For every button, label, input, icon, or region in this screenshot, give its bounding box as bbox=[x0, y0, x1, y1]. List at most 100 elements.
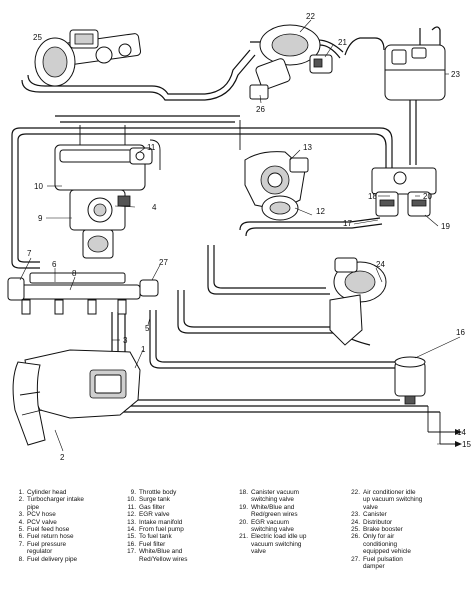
legend-item: 9.Throttle body bbox=[124, 489, 187, 496]
legend-item-number: 21. bbox=[239, 533, 248, 541]
callout-10: 10 bbox=[34, 182, 43, 191]
legend-item: 18.Canister vacuum bbox=[236, 489, 306, 496]
legend-item: 21.Electric load idle up bbox=[236, 533, 306, 540]
legend-item: 12.EGR valve bbox=[124, 511, 187, 518]
legend-item-number: 13. bbox=[127, 518, 136, 526]
legend-item-text: EGR vacuum bbox=[251, 518, 290, 526]
legend-item-number: 15. bbox=[127, 533, 136, 541]
callout-6: 6 bbox=[52, 260, 57, 269]
legend-item-text: White/Blue and bbox=[139, 548, 183, 556]
legend-item-number: 16. bbox=[127, 540, 136, 548]
legend-item: valve bbox=[236, 548, 306, 555]
callout-27: 27 bbox=[159, 258, 168, 267]
callout-20: 20 bbox=[423, 192, 432, 201]
legend-item-text: Red/Yellow wires bbox=[139, 555, 188, 563]
callout-26: 26 bbox=[256, 105, 265, 114]
callout-14: 14 bbox=[457, 428, 466, 437]
legend-item: 20.EGR vacuum bbox=[236, 519, 306, 526]
legend-item-text: Intake manifold bbox=[139, 518, 183, 526]
legend-item-text: Gas filter bbox=[139, 503, 165, 511]
intake-manifold-illustration bbox=[244, 151, 309, 221]
legend-item-text: Fuel pressure bbox=[27, 540, 67, 548]
legend-item-number: 10. bbox=[127, 496, 136, 504]
legend-item: 5.Fuel feed hose bbox=[12, 526, 84, 533]
legend-item-text: Cylinder head bbox=[27, 489, 67, 496]
legend-item-number: 4. bbox=[18, 518, 24, 526]
fuel-filter-illustration bbox=[394, 356, 426, 405]
legend-item: 19.White/Blue and bbox=[236, 504, 306, 511]
legend-item-text: Fuel feed hose bbox=[27, 526, 70, 534]
legend-item-number: 5. bbox=[18, 526, 24, 534]
legend-item-number: 18. bbox=[239, 489, 248, 496]
legend-item: 25.Brake booster bbox=[348, 526, 422, 533]
legend-item: 22.Air conditioner idle bbox=[348, 489, 422, 496]
legend-item-text: Surge tank bbox=[139, 496, 170, 504]
legend-item: 10.Surge tank bbox=[124, 496, 187, 503]
callout-1: 1 bbox=[141, 345, 146, 354]
legend-item: up vacuum switching bbox=[348, 496, 422, 503]
legend-item-number: 11. bbox=[127, 503, 136, 511]
legend-item: equipped vehicle bbox=[348, 548, 422, 555]
legend-item-number bbox=[236, 496, 248, 503]
legend-item-number: 22. bbox=[351, 489, 360, 496]
legend-item-number: 20. bbox=[239, 518, 248, 526]
legend-item-number bbox=[348, 504, 360, 511]
legend-item-number bbox=[124, 556, 136, 563]
legend-item-number: 17. bbox=[127, 548, 136, 556]
legend-item-text: Fuel delivery pipe bbox=[27, 555, 78, 563]
callout-15: 15 bbox=[462, 440, 471, 449]
callout-22: 22 bbox=[306, 12, 315, 21]
legend-item-number bbox=[236, 548, 248, 555]
legend-item-text: equipped vehicle bbox=[363, 548, 411, 556]
callout-17: 17 bbox=[343, 219, 352, 228]
legend-item: 1.Cylinder head bbox=[12, 489, 84, 496]
callout-18: 18 bbox=[368, 192, 377, 201]
fuel-rail-illustration bbox=[7, 272, 159, 315]
legend-item: 11.Gas filter bbox=[124, 504, 187, 511]
legend-item-number bbox=[348, 541, 360, 548]
legend-item-number: 23. bbox=[351, 511, 360, 519]
legend-item: pipe bbox=[12, 504, 84, 511]
legend-item-text: pipe bbox=[27, 503, 40, 511]
legend-item-number: 9. bbox=[130, 489, 136, 496]
legend-item-text: Turbocharger intake bbox=[27, 496, 84, 504]
legend-item-text: damper bbox=[363, 563, 385, 571]
legend-item-text: regulator bbox=[27, 548, 53, 556]
legend-item-number: 12. bbox=[127, 511, 136, 519]
legend-item-text: up vacuum switching bbox=[363, 496, 423, 504]
legend-item-number: 2. bbox=[18, 496, 24, 504]
legend-item: 6.Fuel return hose bbox=[12, 533, 84, 540]
legend-item-text: To fuel tank bbox=[139, 533, 172, 541]
legend-item: 2.Turbocharger intake bbox=[12, 496, 84, 503]
legend-item: 3.PCV hose bbox=[12, 511, 84, 518]
callout-3: 3 bbox=[123, 336, 128, 345]
legend-item-number: 8. bbox=[18, 555, 24, 563]
callout-23: 23 bbox=[451, 70, 460, 79]
legend-item: 27.Fuel pulsation bbox=[348, 556, 422, 563]
legend-item-number: 24. bbox=[351, 518, 360, 526]
legend-item: 23.Canister bbox=[348, 511, 422, 518]
legend-item-text: switching valve bbox=[251, 496, 294, 504]
callout-7: 7 bbox=[27, 249, 32, 258]
legend-item: regulator bbox=[12, 548, 84, 555]
legend-item-number bbox=[236, 526, 248, 533]
callout-11: 11 bbox=[147, 143, 156, 152]
legend-item-text: Distributor bbox=[363, 518, 393, 526]
legend-item: 17.White/Blue and bbox=[124, 548, 187, 555]
legend-item-text: Red/green wires bbox=[251, 511, 298, 519]
cylinder-head-illustration bbox=[12, 349, 141, 446]
legend-item-text: Electric load idle up bbox=[251, 533, 307, 541]
callout-24: 24 bbox=[376, 260, 385, 269]
legend-item: vacuum switching bbox=[236, 541, 306, 548]
legend-item-text: Fuel filter bbox=[139, 540, 166, 548]
callout-25: 25 bbox=[33, 33, 42, 42]
legend-item: 26.Only for air bbox=[348, 533, 422, 540]
surge-tank-illustration bbox=[54, 144, 153, 259]
legend-item: damper bbox=[348, 563, 422, 570]
callout-12: 12 bbox=[316, 207, 325, 216]
